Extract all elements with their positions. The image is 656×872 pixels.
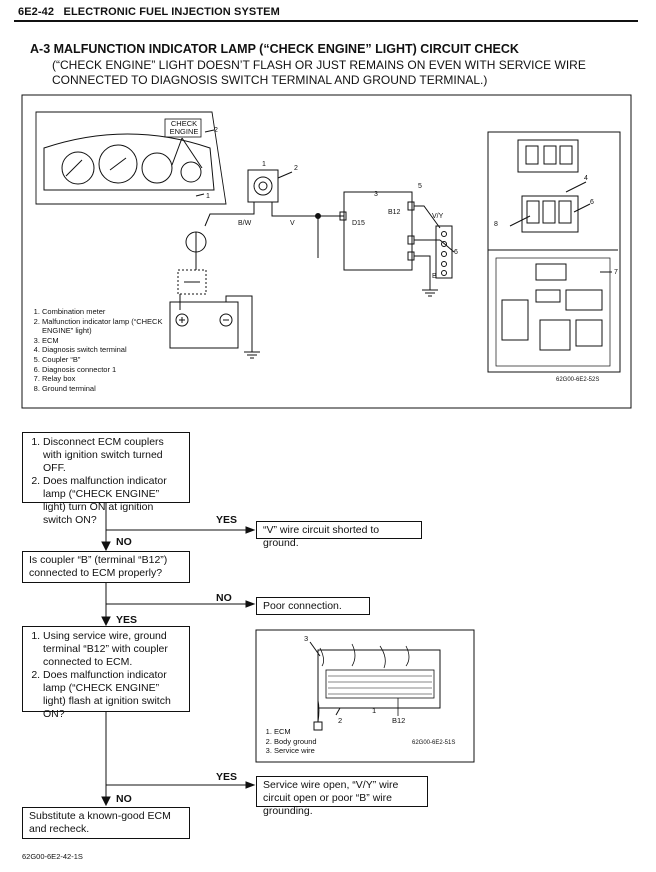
ecm-detail-frame (255, 629, 475, 763)
section-title: ELECTRONIC FUEL INJECTION SYSTEM (63, 6, 280, 18)
wire-bw-label: B/W (238, 220, 252, 227)
flow-step-2: Is coupler “B” (terminal “B12”) connecte… (22, 551, 190, 583)
terminal-b-label: B (432, 273, 437, 280)
diagram1-code: 62G00-6E2-52S (556, 377, 600, 383)
d2-callout-3: 3 (304, 634, 309, 643)
callout-5: 5 (418, 183, 422, 190)
legend-item: Diagnosis switch terminal (42, 345, 180, 355)
ground-symbol (244, 351, 260, 359)
meter-panel-outline (35, 111, 227, 205)
no-label-2: NO (216, 592, 232, 604)
page-header: 6E2-42 ELECTRONIC FUEL INJECTION SYSTEM (18, 6, 280, 18)
diagram2-legend: ECM Body ground Service wire (262, 727, 362, 756)
legend-item: Relay box (42, 374, 180, 384)
callout-1b: 1 (262, 161, 266, 168)
check-engine-label: CHECK ENGINE (169, 119, 199, 136)
legend-item: Service wire (274, 746, 362, 756)
ecm-detail-box (317, 649, 441, 709)
legend-item: ECM (274, 727, 362, 737)
callout-2a: 2 (214, 127, 218, 134)
legend-item: Diagnosis connector 1 (42, 365, 180, 375)
step3-item: Does malfunction indicator lamp (“CHECK … (43, 669, 183, 721)
ecm-box (343, 191, 413, 271)
footer-code: 62G00-6E2-42-1S (22, 852, 83, 861)
result-3: Service wire open, “V/Y” wire circuit op… (256, 776, 428, 817)
fuse-box-icon (177, 269, 207, 295)
wire-vy-label: V/Y (432, 213, 444, 220)
no-label-1: NO (116, 536, 132, 548)
callout-4: 4 (584, 175, 588, 182)
d2-callout-2: 2 (338, 716, 343, 725)
terminal-d15-label: D15 (352, 220, 365, 227)
callout-6b: 6 (454, 249, 458, 256)
procedure-title: A-3 MALFUNCTION INDICATOR LAMP (“CHECK E… (30, 42, 519, 56)
legend-item: ECM (42, 336, 180, 346)
legend-item: Body ground (274, 737, 362, 747)
flow-step-4: Substitute a known-good ECM and recheck. (22, 807, 190, 839)
callout-8: 8 (494, 221, 498, 228)
yes-label-1: YES (216, 514, 238, 526)
callout-1a: 1 (206, 193, 210, 200)
no-label-3: NO (116, 793, 132, 805)
step3-item: Using service wire, ground terminal “B12… (43, 630, 183, 669)
wire-v-label: V (290, 220, 295, 227)
result-2: Poor connection. (256, 597, 370, 615)
flow-step-1: Disconnect ECM couplers with ignition sw… (22, 432, 190, 526)
procedure-subtitle: (“CHECK ENGINE” LIGHT DOESN’T FLASH OR J… (52, 58, 586, 87)
circuit-diagram-frame (21, 94, 632, 409)
callout-3: 3 (374, 191, 378, 198)
diagram1-legend: Combination meter Malfunction indicator … (30, 307, 180, 393)
ground-symbol-ecm (422, 289, 438, 297)
legend-item: Malfunction indicator lamp (“CHECK ENGIN… (42, 317, 180, 336)
legend-item: Coupler “B” (42, 355, 180, 365)
step1-item: Disconnect ECM couplers with ignition sw… (43, 436, 183, 475)
yes-label-3: YES (216, 771, 238, 783)
page-number: 6E2-42 (18, 6, 55, 18)
diagnosis-connector-icon (435, 225, 453, 279)
combination-meter-icon (43, 133, 215, 191)
terminal-b12-label: B12 (388, 209, 401, 216)
diagram2-code: 62G00-6E2-51S (412, 740, 456, 746)
callout-7: 7 (614, 269, 618, 276)
d2-terminal-b12: B12 (392, 716, 406, 725)
d2-callout-1: 1 (372, 706, 377, 715)
legend-item: Ground terminal (42, 384, 180, 394)
result-1: “V” wire circuit shorted to ground. (256, 521, 422, 549)
header-rule (14, 20, 638, 22)
flow-step-3: Using service wire, ground terminal “B12… (22, 626, 190, 720)
battery-icon (169, 301, 239, 349)
legend-item: Combination meter (42, 307, 180, 317)
relay-box-icon (487, 131, 621, 373)
callout-6a: 6 (590, 199, 594, 206)
callout-2b: 2 (294, 165, 298, 172)
mil-bulb-icon (247, 169, 279, 203)
step1-item: Does malfunction indicator lamp (“CHECK … (43, 475, 183, 527)
yes-label-2: YES (116, 614, 138, 626)
